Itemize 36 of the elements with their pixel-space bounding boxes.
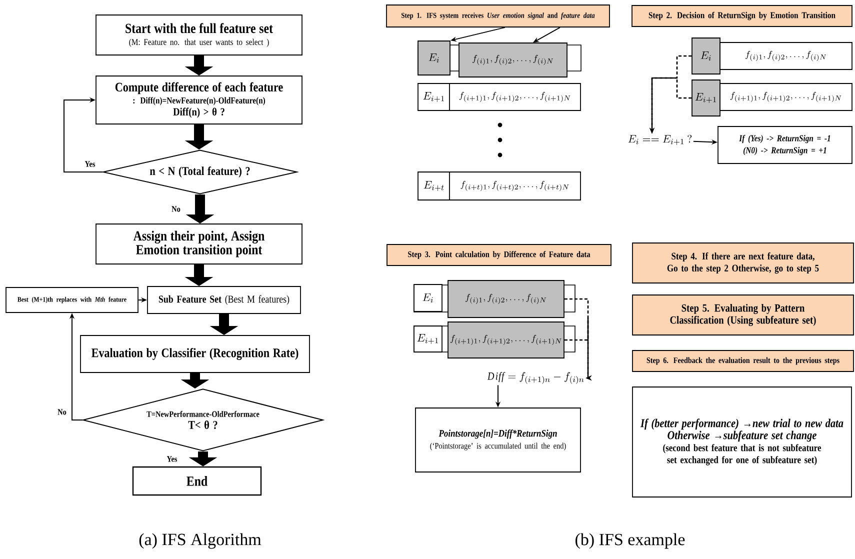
process-box: Compute difference of each feature : Diff(n)=NewFeature(n)-OldFeature(n) Diff(n) > θ ? bbox=[96, 76, 302, 124]
step-banner: Step 3. Point calculation by Difference of Feature data bbox=[386, 244, 612, 266]
edge-label: No bbox=[56, 408, 68, 416]
table-cell: $E_{i+t}$ bbox=[418, 172, 450, 200]
table-cell: $f_{(i)1}, f_{(i)2}, \dots, f_{(i)N}$ bbox=[720, 42, 852, 70]
step-banner: Step 2. Decision of ReturnSign by Emotion Transition bbox=[632, 5, 852, 27]
highlighted-cell: $f_{(i)1}, f_{(i)2}, \dots, f_{(i)N}$ bbox=[448, 280, 564, 318]
process-box: Pointstorage[n]=Diff*ReturnSign (‘Pointstorage’ is accumulated until the end) bbox=[415, 408, 581, 472]
table-cell: $E_{i+1}$ bbox=[418, 83, 450, 111]
process-box: Sub Feature Set (Best M features) bbox=[147, 286, 301, 314]
table-cell: $E_{i+1}$ bbox=[414, 326, 442, 352]
formula-text: $\mathit{Diff} = f_{(i+1)n} - f_{(i)n}$ bbox=[487, 372, 584, 384]
figure-caption: (a) IFS Algorithm bbox=[139, 533, 262, 549]
highlighted-cell: $E_{i}$ bbox=[418, 40, 450, 76]
end-box: End bbox=[132, 466, 262, 496]
highlighted-cell: $E_{i+1}$ bbox=[692, 80, 720, 116]
arrow bbox=[64, 97, 103, 172]
highlighted-cell: $f_{(i)1}, f_{(i)2}, \dots, f_{(i)N}$ bbox=[458, 42, 568, 78]
process-box: Assign their point, Assign Emotion transition point bbox=[96, 224, 302, 264]
process-box: If (Yes) -> ReturnSign = -1 (N0) -> ReturnSign = +1 bbox=[718, 126, 852, 164]
step-banner: Step 6. Feedback the evaluation result to the previous steps bbox=[632, 350, 854, 372]
dashed-arrow bbox=[564, 317, 592, 381]
process-box: If (better performance) →new trial to new data Otherwise →subfeature set change (second best feature that is not subfeature set exchanged for one of subfeature set) bbox=[632, 386, 852, 498]
formula-text: $E_{i} == E_{i+1}\ ?$ bbox=[628, 134, 692, 146]
edge-label: Yes bbox=[84, 160, 96, 168]
table-cell: $f_{(i+1)1}, f_{(i+1)2}, \dots, f_{(i+1)N}$ bbox=[720, 83, 852, 111]
highlighted-cell: $f_{(i+1)1}, f_{(i+1)2}, \dots, f_{(i+1)N}$ bbox=[448, 322, 564, 358]
edge-label: Yes bbox=[166, 455, 178, 463]
step-banner: Step 5. Evaluating by Pattern Classification (Using subfeature set) bbox=[632, 294, 854, 336]
figure-caption: (b) IFS example bbox=[576, 533, 685, 549]
step-banner: Step 4. If there are next feature data, Go to the step 2 Otherwise, go to step 5 bbox=[632, 242, 854, 284]
highlighted-cell: $E_{i}$ bbox=[692, 38, 720, 74]
process-box: Start with the full feature set (M: Feature no. that user wants to select ) bbox=[96, 14, 302, 56]
process-box: Evaluation by Classifier (Recognition Rate) bbox=[80, 335, 310, 373]
edge-label: No bbox=[170, 205, 182, 213]
table-cell: $E_{i}$ bbox=[414, 284, 442, 312]
